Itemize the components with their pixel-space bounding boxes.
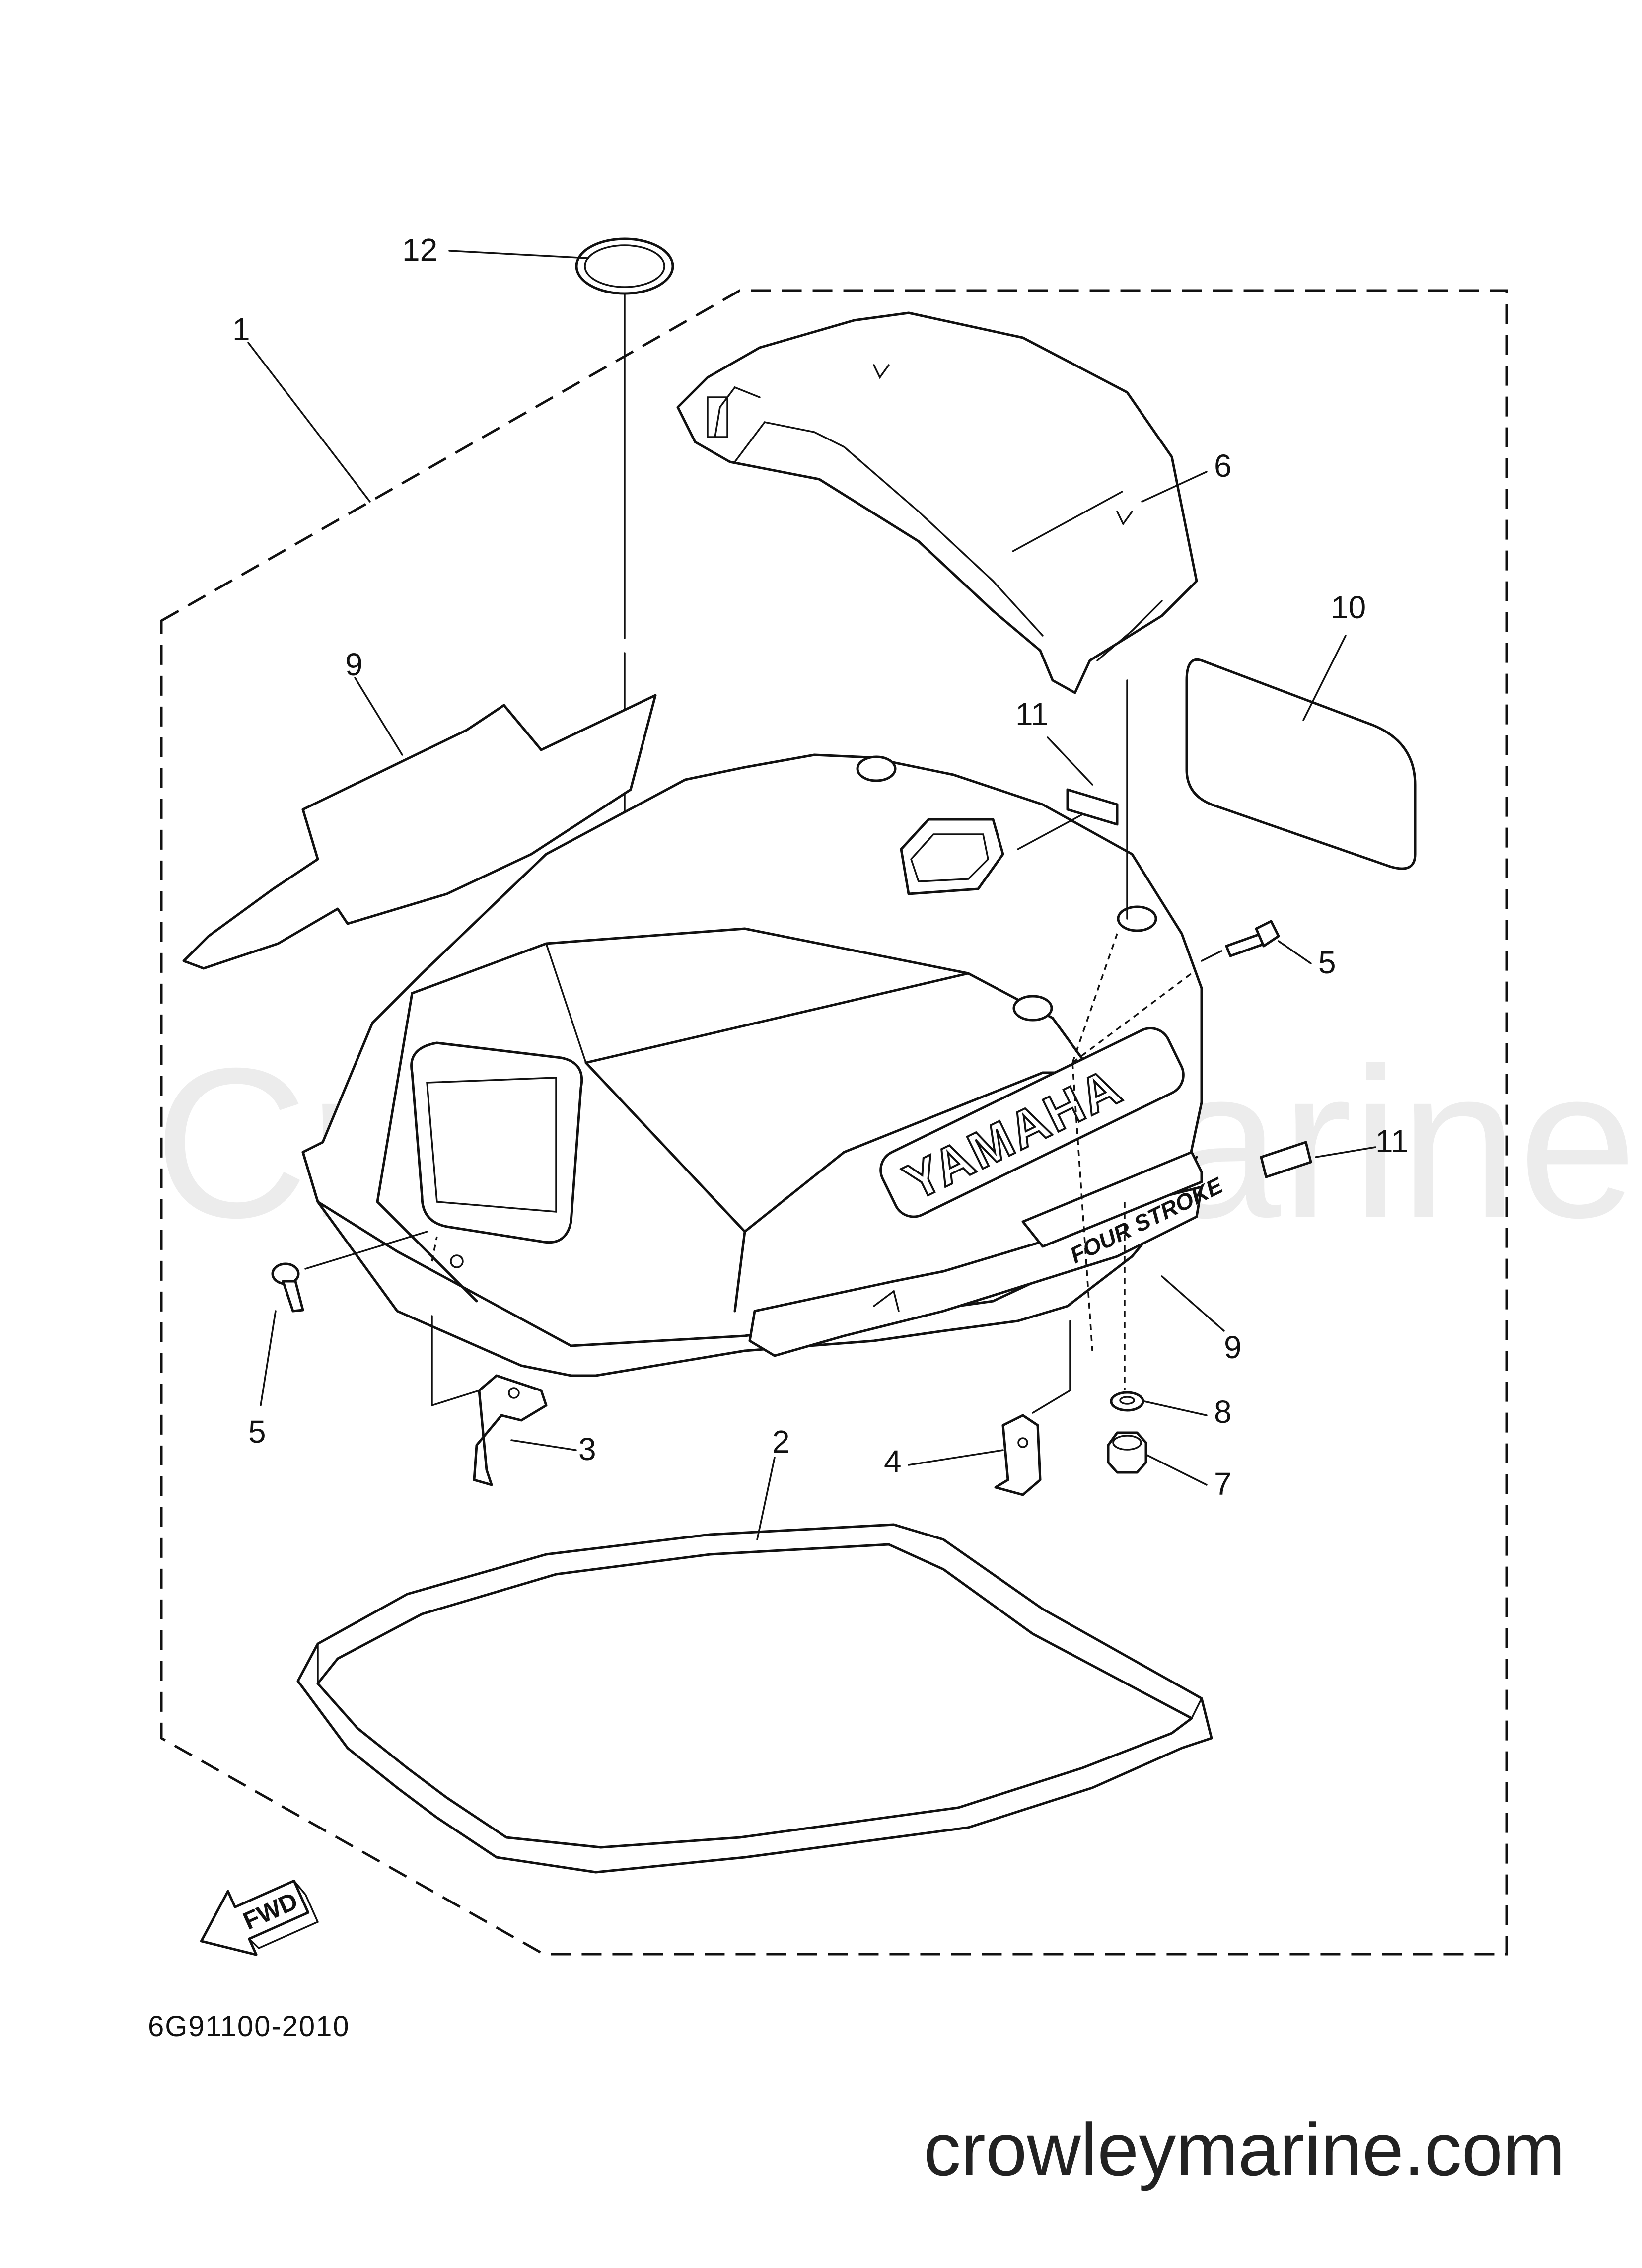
part-nut (1107, 1431, 1147, 1474)
callout-label: 9 (1224, 1329, 1242, 1365)
callout-label: 5 (248, 1414, 266, 1450)
part-seal (296, 1523, 1213, 1874)
callout-label: 4 (884, 1444, 902, 1479)
part-left-decal (182, 694, 657, 970)
diagram-code: 6G91100-2010 (148, 2010, 350, 2043)
callout-label: 5 (1318, 945, 1336, 980)
part-bolt-lower (271, 1262, 304, 1313)
part-grommet-ring (575, 237, 674, 295)
part-bolt-upper (1225, 920, 1280, 957)
part-bracket-right (994, 1414, 1042, 1496)
callout-labels: 12 1 9 6 10 11 5 11 9 2 4 5 3 8 7 (232, 232, 1408, 1502)
callout-label: 12 (402, 232, 437, 268)
site-url: crowleymarine.com (924, 2108, 1565, 2191)
callout-label: 11 (1375, 1123, 1408, 1159)
assembly-boundary (160, 289, 1508, 1956)
callout-label: 6 (1214, 448, 1232, 484)
callout-label: 9 (345, 647, 363, 682)
part-bracket-left (473, 1374, 548, 1486)
part-top-cowling (301, 753, 1203, 1377)
callout-label: 2 (772, 1424, 790, 1460)
callout-label: 11 (1015, 696, 1048, 732)
callout-label: 3 (578, 1431, 596, 1467)
callout-label: 7 (1214, 1466, 1232, 1502)
callout-label: 1 (232, 311, 250, 347)
callout-label: 10 (1331, 589, 1366, 625)
fwd-arrow: FWD (200, 1879, 319, 1956)
part-pad-lower (1260, 1141, 1312, 1178)
callout-leaders (247, 250, 1376, 1540)
callout-label: 8 (1214, 1394, 1232, 1430)
part-top-cover (676, 311, 1198, 694)
part-pad-top (1066, 788, 1119, 826)
part-washer (1110, 1391, 1144, 1412)
part-decal-plate (1185, 658, 1417, 870)
